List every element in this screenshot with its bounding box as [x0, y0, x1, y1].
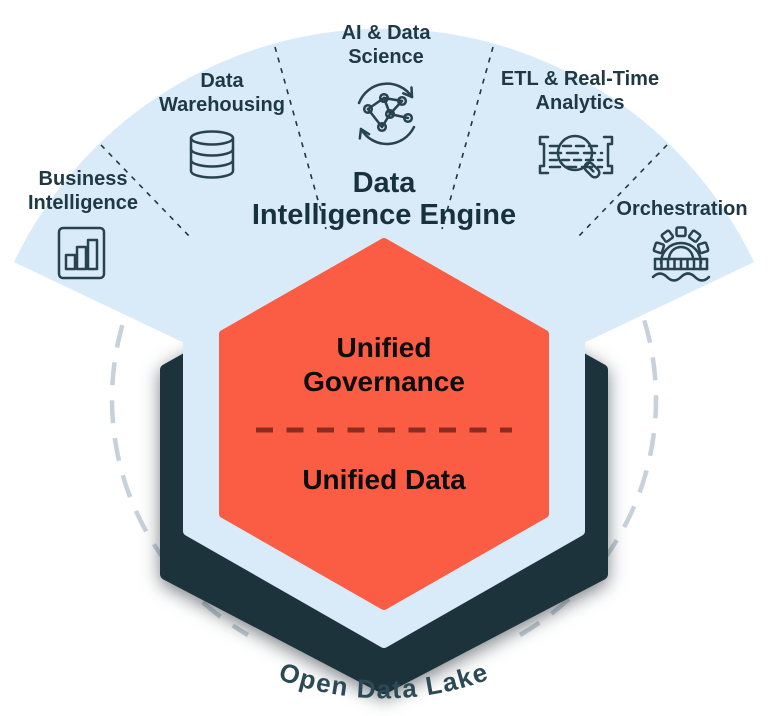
section-label: Orchestration	[616, 198, 747, 220]
hexagon-content: Unified Governance Unified Data	[256, 332, 512, 495]
section-orchestration: Orchestration	[616, 198, 748, 282]
engine-title: Data Intelligence Engine	[252, 167, 516, 231]
gear-bridge-icon	[651, 226, 711, 282]
section-label: Business	[39, 168, 128, 190]
section-business-intelligence: Business Intelligence	[28, 168, 138, 280]
section-ai-data-science: AI & Data Science	[342, 22, 432, 146]
section-label: Data	[200, 70, 244, 92]
section-label: AI & Data	[342, 22, 432, 44]
section-label: ETL & Real-Time	[501, 68, 659, 90]
bar-chart-icon	[57, 226, 106, 280]
separator-line	[441, 46, 494, 230]
fan-separators	[100, 46, 668, 238]
unified-governance-line1: Unified	[337, 332, 432, 363]
orange-hexagon	[219, 238, 549, 610]
engine-title-line1: Data	[353, 167, 417, 199]
database-icon	[189, 130, 235, 179]
network-cycle-icon	[357, 82, 416, 146]
section-label: Science	[348, 46, 424, 68]
open-data-lake-dashed-circle	[109, 125, 659, 637]
pipeline-magnifier-icon	[538, 134, 614, 179]
unified-data-label: Unified Data	[302, 464, 466, 495]
section-data-warehousing: Data Warehousing	[159, 70, 285, 179]
section-label: Analytics	[536, 92, 625, 114]
section-label: Intelligence	[28, 192, 138, 214]
separator-line	[274, 46, 327, 230]
section-etl-realtime-analytics: ETL & Real-Time Analytics	[501, 68, 659, 179]
section-label: Warehousing	[159, 94, 285, 116]
unified-governance-line2: Governance	[303, 366, 465, 397]
engine-title-line2: Intelligence Engine	[252, 199, 516, 231]
